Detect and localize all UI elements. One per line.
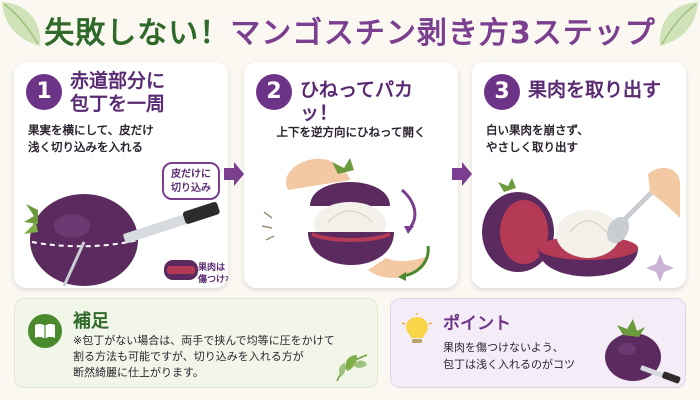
step-title: ひねってパカッ！ (300, 79, 414, 124)
flesh-note: 果肉は 傷つけない！ (198, 263, 228, 285)
supplement-title: 補足 (73, 311, 109, 332)
leaf-icon (659, 2, 698, 46)
title-accent: マンゴスチン剥き方 (230, 16, 510, 51)
step-number: 3 (484, 74, 520, 110)
step-title: 果肉を取り出す (528, 79, 662, 101)
callout-bubble: 皮だけに 切り込み (162, 162, 220, 200)
leaf-icon (336, 354, 368, 382)
point-box: ポイント 果肉を傷つけないよう、 包丁は浅く入れるのがコツ (390, 298, 686, 388)
step-card-1: 1 赤道部分に 包丁を一周 果実を横にして、皮だけ 浅く切り込みを入れる 皮だけ… (14, 62, 228, 288)
mangosteen-twist-illustration (261, 158, 430, 281)
leaf-icon (2, 2, 41, 46)
supplement-text: ※包丁がない場合は、両手で挟んで均等に圧をかけて 割る方法も可能ですが、切り込み… (73, 334, 335, 379)
step-title: 赤道部分に 包丁を一周 (70, 70, 166, 115)
step-card-2: 2 ひねってパカッ！ 上下を逆方向にひねって開く (244, 62, 458, 288)
step-card-3: 3 果肉を取り出す 白い果肉を崩さず、 やさしく取り出す (472, 62, 686, 288)
point-title: ポイント (443, 314, 511, 334)
mangosteen-knife-illustration (24, 194, 220, 286)
mangosteen-spoon-illustration (482, 167, 680, 282)
page-title: 失敗しない！マンゴスチン剥き方3ステップ (0, 8, 700, 52)
book-icon (28, 314, 62, 348)
supplement-box: 補足 ※包丁がない場合は、両手で挟んで均等に圧をかけて 割る方法も可能ですが、切… (14, 298, 378, 388)
title-step: 3ステップ (509, 16, 656, 51)
lightbulb-icon (401, 313, 433, 343)
arrow-right-icon (452, 162, 472, 186)
step-number: 2 (256, 74, 292, 110)
arrow-right-icon (224, 162, 244, 186)
point-text: 果肉を傷つけないよう、 包丁は浅く入れるのがコツ (443, 341, 575, 371)
mangosteen-knife-illustration (605, 319, 681, 384)
title-main: 失敗しない！ (44, 16, 231, 51)
step-number: 1 (26, 74, 62, 110)
step-description: 上下を逆方向にひねって開く (276, 125, 426, 139)
step-description: 果実を横にして、皮だけ 浅く切り込みを入れる (28, 123, 154, 154)
step-description: 白い果肉を崩さず、 やさしく取り出す (486, 123, 589, 154)
